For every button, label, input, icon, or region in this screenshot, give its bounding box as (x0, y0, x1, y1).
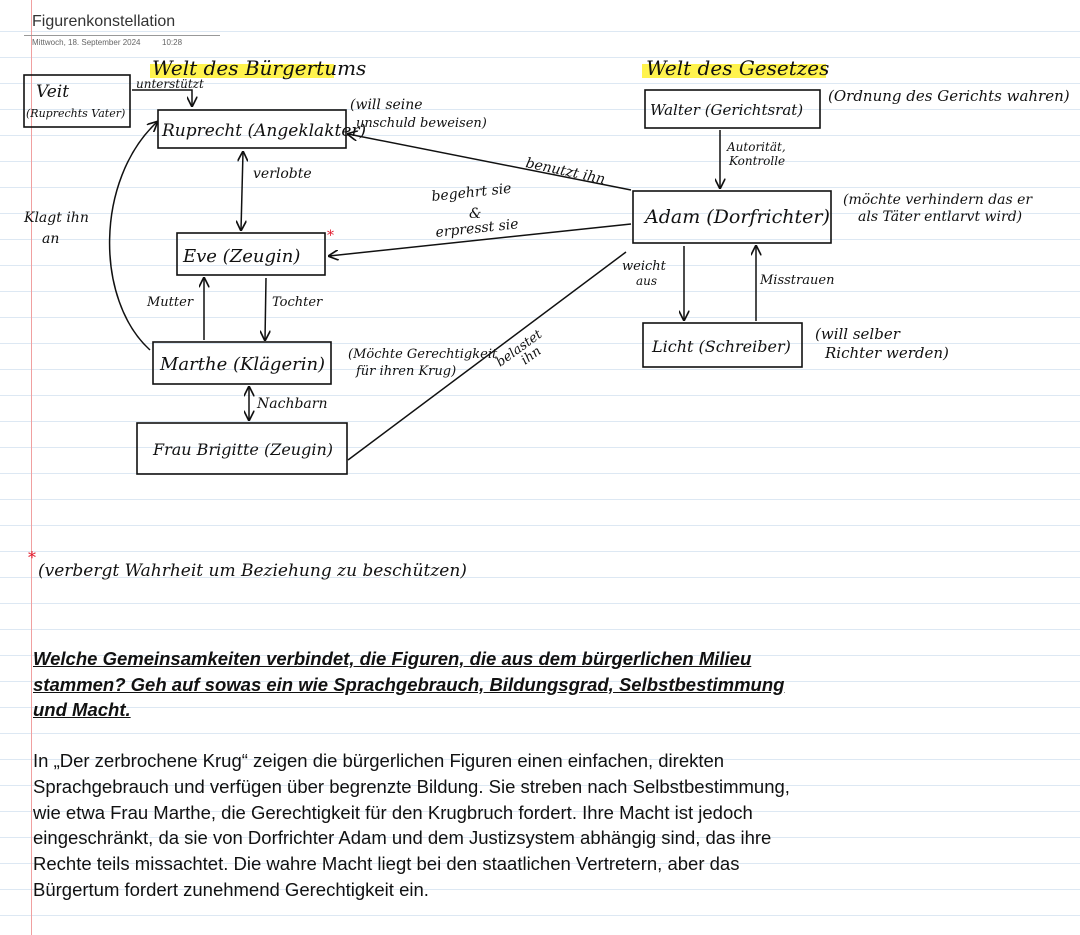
note-walter: (Ordnung des Gerichts wahren) (828, 87, 1070, 105)
label-klagt-1: Klagt ihn (23, 210, 89, 226)
label-unterstuetzt: unterstützt (136, 77, 204, 91)
node-walter: Walter (Gerichtsrat) (650, 101, 803, 119)
node-veit-sub: (Ruprechts Vater) (26, 107, 125, 120)
label-nachbarn: Nachbarn (256, 396, 327, 412)
highlight-gesetz (642, 64, 826, 78)
box-adam (632, 190, 832, 244)
label-tochter: Tochter (272, 295, 323, 310)
label-autoritaet-1: Autorität, (726, 140, 786, 154)
node-licht: Licht (Schreiber) (651, 337, 791, 356)
star-icon-note: * (28, 548, 36, 567)
page-time: 10:28 (162, 38, 183, 47)
edge-klagt (108, 122, 157, 351)
label-weicht-1: weicht (622, 259, 667, 274)
world-gesetz-label: Welt des Gesetzes (646, 56, 829, 80)
edge-unterstuetzt (132, 89, 192, 106)
note-marthe-2: für ihren Krug) (355, 364, 456, 379)
label-autoritaet-2: Kontrolle (728, 154, 785, 168)
answer-text: In „Der zerbrochene Krug“ zeigen die bür… (33, 750, 790, 900)
node-eve: Eve (Zeugin) (182, 246, 300, 267)
edge-benutzt (348, 134, 632, 191)
node-ruprecht: Ruprecht (Angeklakter) (161, 121, 366, 141)
node-marthe: Marthe (Klägerin) (159, 354, 325, 375)
box-marthe (152, 341, 332, 385)
edge-begehrt (329, 223, 632, 256)
note-adam-2: als Täter entlarvt wird) (858, 209, 1022, 225)
note-licht-2: Richter werden) (824, 344, 949, 362)
note-ruprecht-1: (will seine (350, 97, 423, 113)
character-diagram: Welt des Bürgertums Welt des Gesetzes Ve… (23, 56, 1070, 581)
label-begehrt-2: & (469, 206, 481, 222)
box-licht (642, 322, 803, 368)
margin-line (31, 0, 32, 935)
label-mutter: Mutter (146, 295, 194, 310)
note-licht-1: (will selber (815, 325, 901, 343)
label-begehrt-1: begehrt sie (431, 181, 512, 205)
edge-tochter (265, 277, 266, 340)
node-adam: Adam (Dorfrichter) (643, 206, 830, 228)
label-misstrauen: Misstrauen (759, 273, 834, 288)
node-brigitte: Frau Brigitte (Zeugin) (152, 440, 333, 459)
note-adam-1: (möchte verhindern das er (843, 192, 1033, 208)
highlight-buergertum (150, 64, 334, 78)
star-icon: * (327, 228, 334, 244)
page-title: Figurenkonstellation (32, 13, 176, 30)
label-klagt-2: an (42, 231, 59, 247)
world-buergertum-label: Welt des Bürgertums (152, 56, 366, 80)
star-note: (verbergt Wahrheit um Beziehung zu besch… (38, 561, 467, 581)
box-brigitte (136, 422, 348, 475)
note-ruprecht-2: unschuld beweisen) (356, 116, 487, 131)
question-text: Welche Gemeinsamkeiten verbindet, die Fi… (33, 648, 785, 720)
label-weicht-2: aus (636, 274, 657, 288)
box-eve (176, 232, 326, 276)
label-verlobte: verlobte (253, 166, 312, 182)
label-benutzt: benutzt ihn (524, 155, 606, 187)
node-veit: Veit (36, 82, 69, 102)
box-veit (23, 74, 131, 128)
title-underline (24, 35, 220, 36)
page-date: Mittwoch, 18. September 2024 (32, 38, 141, 47)
note-marthe-1: (Möchte Gerechtigkeit (348, 347, 498, 362)
edge-verlobte (241, 152, 243, 230)
edge-belastet (347, 251, 627, 461)
box-walter (644, 89, 821, 129)
